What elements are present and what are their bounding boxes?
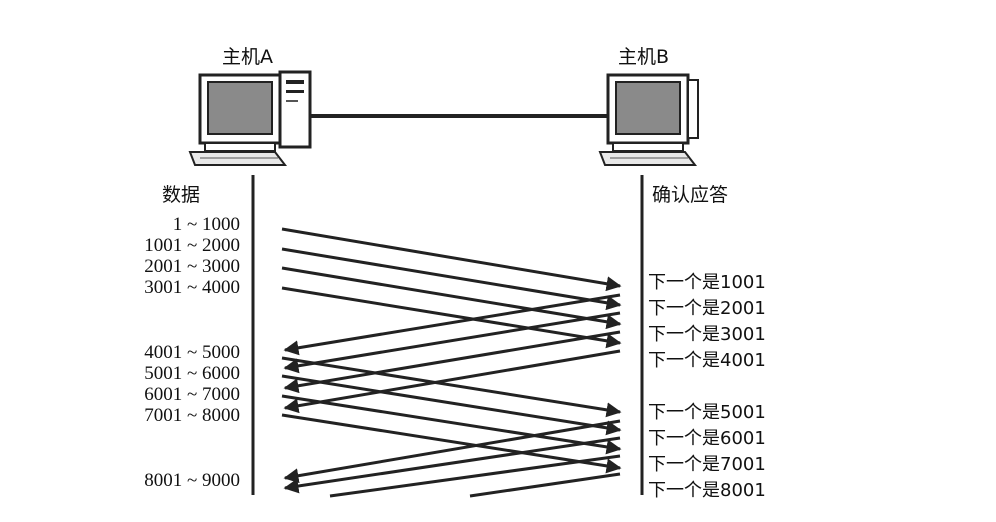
host-a-label: 主机A [222,46,273,68]
data-arrows [282,229,620,468]
ack-label: 下一个是5001 [648,402,766,423]
ack-arrow [285,421,620,478]
segment-label: 5001 ~ 6000 [144,363,240,384]
ack-label: 下一个是7001 [648,454,766,475]
ack-label: 下一个是4001 [648,350,766,371]
ack-label: 下一个是2001 [648,298,766,319]
ack-labels: 下一个是1001 下一个是2001 下一个是3001 下一个是4001 下一个是… [648,272,766,501]
host-b-label: 主机B [618,46,669,68]
ack-label: 下一个是1001 [648,272,766,293]
ack-arrows [285,295,620,496]
segment-label: 1 ~ 1000 [173,214,240,235]
segment-label: 6001 ~ 7000 [144,384,240,405]
ack-label: 下一个是6001 [648,428,766,449]
data-segment-labels: 1 ~ 1000 1001 ~ 2000 2001 ~ 3000 3001 ~ … [144,214,240,491]
ack-arrow [470,474,620,496]
segment-label: 4001 ~ 5000 [144,342,240,363]
segment-label: 2001 ~ 3000 [144,256,240,277]
segment-label: 7001 ~ 8000 [144,405,240,426]
segment-label: 1001 ~ 2000 [144,235,240,256]
segment-label: 8001 ~ 9000 [144,470,240,491]
ack-label: 下一个是3001 [648,324,766,345]
host-b-computer-icon [600,75,698,165]
ack-column-header: 确认应答 [652,184,728,206]
data-column-header: 数据 [162,184,200,206]
host-a-computer-icon [190,72,310,165]
ack-label: 下一个是8001 [648,480,766,501]
segment-label: 3001 ~ 4000 [144,277,240,298]
